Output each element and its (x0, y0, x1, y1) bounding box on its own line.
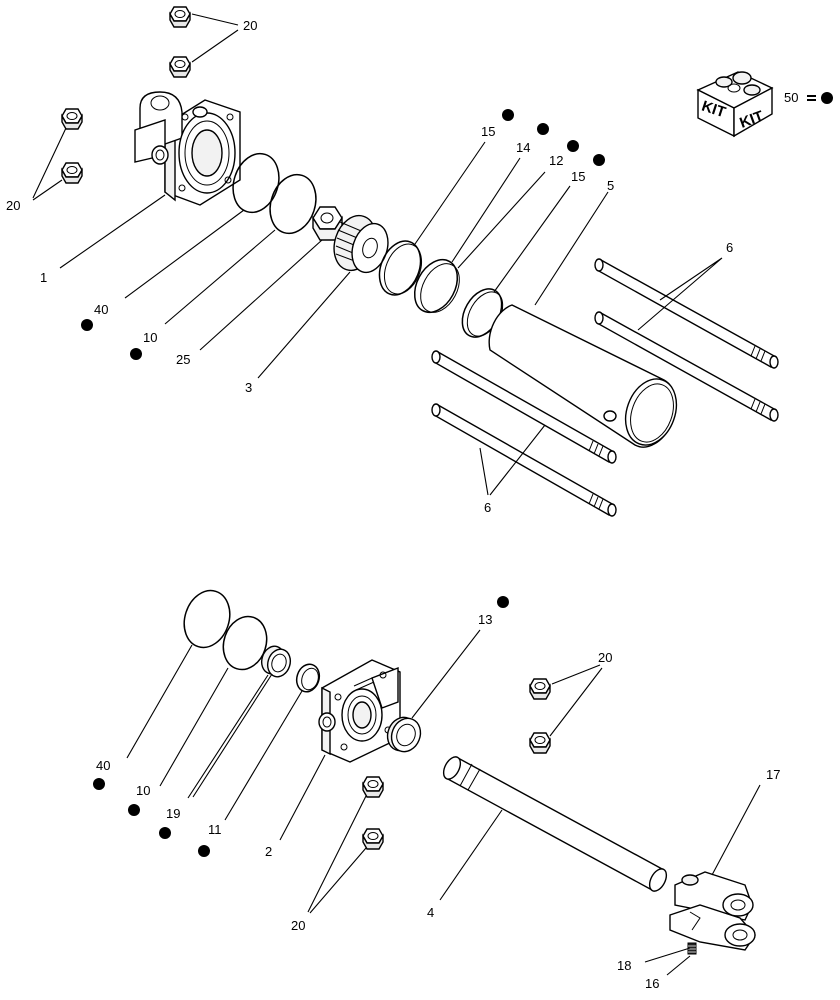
leader-6-bottom (479, 424, 546, 496)
callout-40-top: 40 (94, 302, 108, 317)
callout-19: 19 (166, 806, 180, 821)
callout-3: 3 (245, 380, 252, 395)
callout-16: 16 (645, 976, 659, 991)
cylinder-head-part-2 (318, 659, 401, 763)
rod-wiper-19 (260, 645, 292, 678)
callout-50: 50 (784, 90, 798, 105)
leader-1 (59, 194, 166, 269)
leader-13 (411, 629, 481, 719)
piston-rod-part-4 (442, 756, 668, 892)
hex-nut-top-2 (169, 56, 191, 78)
callout-6-bottom: 6 (484, 500, 491, 515)
callout-13: 13 (478, 612, 492, 627)
hex-nut-bottom-2 (362, 828, 384, 850)
marker-dot-10-bottom (128, 804, 140, 816)
hex-nut-bottom-1 (362, 776, 384, 798)
backup-ring-10-bottom (222, 615, 268, 671)
callout-2: 2 (265, 844, 272, 859)
leader-5 (534, 191, 609, 306)
seal-ring-13 (386, 716, 422, 753)
marker-dot-40-bottom (93, 778, 105, 790)
marker-dot-14 (537, 123, 549, 135)
tie-rod-6-b (594, 311, 779, 422)
marker-dot-19 (159, 827, 171, 839)
hex-nut-left-1 (61, 108, 83, 130)
callout-15-a: 15 (481, 124, 495, 139)
seal-kit-box-50: KIT KIT (696, 71, 774, 138)
leader-4 (439, 809, 503, 901)
leader-2 (279, 754, 326, 841)
leader-11 (224, 690, 303, 821)
leader-14 (451, 157, 521, 263)
callout-10-bottom: 10 (136, 783, 150, 798)
hex-nut-right-1 (529, 678, 551, 700)
callout-5: 5 (607, 178, 614, 193)
leader-25 (199, 239, 323, 351)
marker-dot-15-b (593, 154, 605, 166)
callout-12: 12 (549, 153, 563, 168)
callout-17: 17 (766, 767, 780, 782)
marker-dot-13 (497, 596, 509, 608)
callout-15-b: 15 (571, 169, 585, 184)
callout-20-nuts-right: 20 (598, 650, 612, 665)
callout-4: 4 (427, 905, 434, 920)
leader-20-nuts-bottom (307, 795, 367, 914)
leader-20-nuts-right (549, 664, 603, 737)
callout-10-top: 10 (143, 330, 157, 345)
marker-dot-10-top (130, 348, 142, 360)
leader-15-b (493, 185, 571, 293)
tie-rod-6-c (431, 350, 617, 464)
tie-rod-6-a (594, 258, 779, 369)
callout-11: 11 (208, 822, 222, 837)
rod-seal-11 (295, 663, 321, 693)
callout-25: 25 (176, 352, 190, 367)
callout-40-bottom: 40 (96, 758, 110, 773)
marker-dot-12 (567, 140, 579, 152)
cylinder-tube-part-5 (488, 304, 678, 448)
callout-18: 18 (617, 958, 631, 973)
leader-15-a (414, 141, 486, 245)
callout-14: 14 (516, 140, 530, 155)
leader-16 (666, 955, 691, 976)
leader-19 (187, 673, 273, 799)
leader-10-top (164, 229, 276, 325)
o-ring-40-top (232, 152, 280, 214)
hex-nut-right-2 (529, 732, 551, 754)
leader-18 (644, 947, 691, 963)
hex-nut-top-1 (169, 6, 191, 28)
callout-1: 1 (40, 270, 47, 285)
marker-dot-40-top (81, 319, 93, 331)
o-ring-40-bottom (183, 589, 231, 649)
leader-20-top (191, 13, 239, 63)
equals-mark-top (807, 95, 816, 97)
marker-dot-11 (198, 845, 210, 857)
cylinder-cap-end-part-1 (134, 91, 241, 206)
callout-20-left: 20 (6, 198, 20, 213)
callout-20-nuts-bottom: 20 (291, 918, 305, 933)
piston-part-3 (333, 214, 389, 274)
marker-dot-50 (821, 92, 833, 104)
kit-label-left: KIT (699, 98, 727, 122)
leader-12 (457, 171, 546, 269)
hex-nut-left-2 (61, 162, 83, 184)
marker-dot-15-a (502, 109, 514, 121)
callout-6-right: 6 (726, 240, 733, 255)
leader-3 (257, 271, 351, 379)
leader-20-left (32, 127, 67, 201)
backup-ring-10-top (269, 173, 317, 235)
rod-clevis-part-17 (669, 871, 756, 951)
leader-10-bottom (159, 667, 229, 787)
wear-ring-14 (413, 258, 459, 314)
tie-rod-6-d (431, 403, 617, 517)
leader-6-right (637, 257, 723, 331)
equals-mark-bottom (807, 99, 816, 101)
leader-17 (711, 784, 761, 876)
leader-40-bottom (126, 644, 193, 759)
seal-ring-15-a (378, 240, 422, 296)
leader-40-top (124, 209, 245, 299)
callout-20-top: 20 (243, 18, 257, 33)
